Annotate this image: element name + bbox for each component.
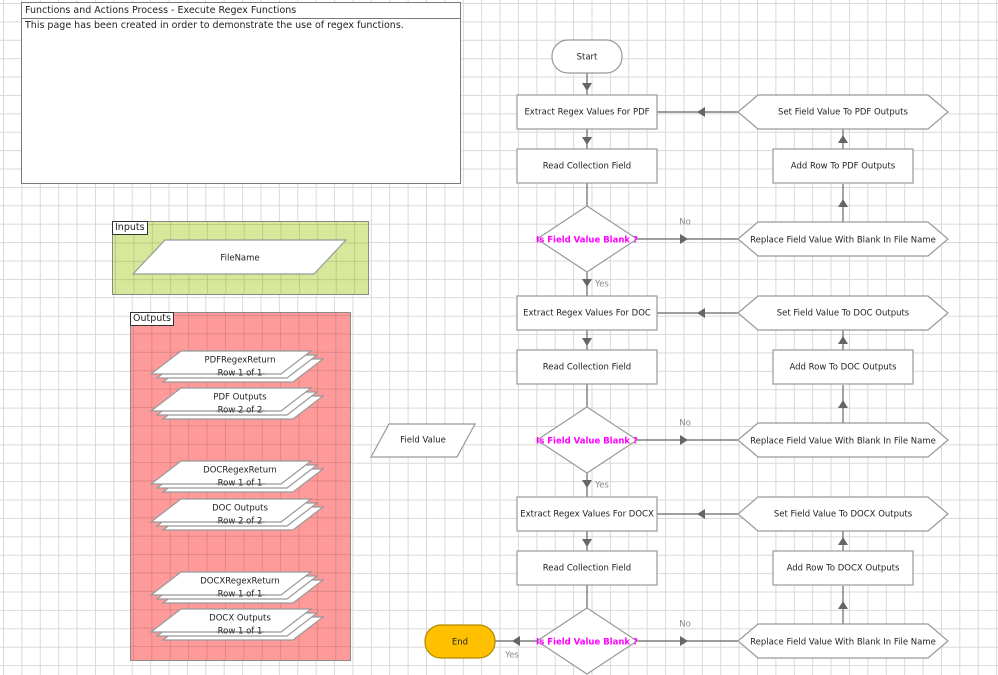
collection-row-count: Row 1 of 1 <box>218 479 263 489</box>
arrowhead-icon <box>582 279 592 287</box>
collection-name: DOC Outputs <box>212 504 268 514</box>
yes-label: Yes <box>594 481 609 491</box>
read-label: Read Collection Field <box>543 162 631 172</box>
no-label: No <box>679 218 691 228</box>
input-item-label: FileName <box>220 254 259 264</box>
read-collection-stage[interactable]: Read Collection Field <box>516 550 658 586</box>
extract-stage[interactable]: Extract Regex Values For PDF <box>516 94 658 130</box>
collection-name: PDFRegexReturn <box>204 356 275 366</box>
arrowhead-icon <box>697 107 705 117</box>
decision-stage[interactable]: Is Field Value Blank ? <box>535 205 639 273</box>
arrowhead-icon <box>838 601 848 609</box>
start-stage[interactable]: Start <box>551 39 623 74</box>
outputs-block-label: Outputs <box>130 312 174 326</box>
collection-name: PDF Outputs <box>213 393 267 403</box>
arrowhead-icon <box>838 336 848 344</box>
add-row-stage[interactable]: Add Row To DOCX Outputs <box>772 550 914 586</box>
replace-label: Replace Field Value With Blank In File N… <box>750 638 936 648</box>
read-label: Read Collection Field <box>543 564 631 574</box>
set-field-stage[interactable]: Set Field Value To DOCX Outputs <box>737 496 949 532</box>
inputs-block-label: Inputs <box>112 221 148 235</box>
add-row-label: Add Row To DOC Outputs <box>789 363 897 373</box>
collection-row-count: Row 2 of 2 <box>218 517 263 527</box>
add-row-stage[interactable]: Add Row To DOC Outputs <box>772 349 914 385</box>
arrowhead-icon <box>697 509 705 519</box>
no-label: No <box>679 419 691 429</box>
extract-label: Extract Regex Values For DOCX <box>520 510 654 520</box>
set-field-stage[interactable]: Set Field Value To PDF Outputs <box>737 94 949 130</box>
decision-stage[interactable]: Is Field Value Blank ? <box>535 406 639 474</box>
extract-stage[interactable]: Extract Regex Values For DOC <box>516 295 658 331</box>
arrowhead-icon <box>512 636 520 646</box>
collection-name: DOCRegexReturn <box>203 466 277 476</box>
decision-label: Is Field Value Blank ? <box>536 437 638 447</box>
set-field-label: Set Field Value To DOC Outputs <box>777 309 910 319</box>
arrowhead-icon <box>582 539 592 547</box>
arrowhead-icon <box>582 83 592 91</box>
decision-stage[interactable]: Is Field Value Blank ? <box>535 607 639 675</box>
arrowhead-icon <box>838 135 848 143</box>
arrowhead-icon <box>582 480 592 488</box>
collection-name: DOCX Outputs <box>209 614 271 624</box>
data-item-label: Field Value <box>400 436 446 446</box>
arrowhead-icon <box>838 400 848 408</box>
arrowhead-icon <box>582 338 592 346</box>
replace-stage[interactable]: Replace Field Value With Blank In File N… <box>737 221 949 257</box>
read-label: Read Collection Field <box>543 363 631 373</box>
set-field-label: Set Field Value To PDF Outputs <box>778 108 908 118</box>
read-collection-stage[interactable]: Read Collection Field <box>516 349 658 385</box>
collection-row-count: Row 2 of 2 <box>218 406 263 416</box>
add-row-stage[interactable]: Add Row To PDF Outputs <box>772 148 914 184</box>
arrowhead-icon <box>680 435 688 445</box>
collection-row-count: Row 1 of 1 <box>218 590 263 600</box>
add-row-label: Add Row To DOCX Outputs <box>787 564 900 574</box>
set-field-stage[interactable]: Set Field Value To DOC Outputs <box>737 295 949 331</box>
arrowhead-icon <box>838 199 848 207</box>
end-label: End <box>452 638 468 648</box>
decision-label: Is Field Value Blank ? <box>536 236 638 246</box>
page-description-note[interactable]: Functions and Actions Process - Execute … <box>21 2 461 184</box>
input-item-filename[interactable]: FileName <box>131 239 348 275</box>
no-label: No <box>679 620 691 630</box>
data-item-field-value[interactable]: Field Value <box>369 423 477 458</box>
decision-label: Is Field Value Blank ? <box>536 638 638 648</box>
extract-label: Extract Regex Values For DOC <box>523 309 651 319</box>
add-row-label: Add Row To PDF Outputs <box>791 162 896 172</box>
note-body: This page has been created in order to d… <box>25 20 404 31</box>
arrowhead-icon <box>838 537 848 545</box>
extract-stage[interactable]: Extract Regex Values For DOCX <box>516 496 658 532</box>
collection-row-count: Row 1 of 1 <box>218 627 263 637</box>
collection-name: DOCXRegexReturn <box>200 577 279 587</box>
extract-label: Extract Regex Values For PDF <box>524 108 649 118</box>
collection-row-count: Row 1 of 1 <box>218 369 263 379</box>
replace-stage[interactable]: Replace Field Value With Blank In File N… <box>737 422 949 458</box>
read-collection-stage[interactable]: Read Collection Field <box>516 148 658 184</box>
note-title: Functions and Actions Process - Execute … <box>22 3 460 19</box>
replace-stage[interactable]: Replace Field Value With Blank In File N… <box>737 623 949 659</box>
replace-label: Replace Field Value With Blank In File N… <box>750 437 936 447</box>
arrowhead-icon <box>582 137 592 145</box>
arrowhead-icon <box>697 308 705 318</box>
set-field-label: Set Field Value To DOCX Outputs <box>774 510 913 520</box>
start-label: Start <box>577 53 598 63</box>
yes-label: Yes <box>504 651 519 661</box>
yes-label: Yes <box>594 280 609 290</box>
replace-label: Replace Field Value With Blank In File N… <box>750 236 936 246</box>
end-stage[interactable]: End <box>424 624 496 659</box>
arrowhead-icon <box>680 636 688 646</box>
arrowhead-icon <box>680 234 688 244</box>
